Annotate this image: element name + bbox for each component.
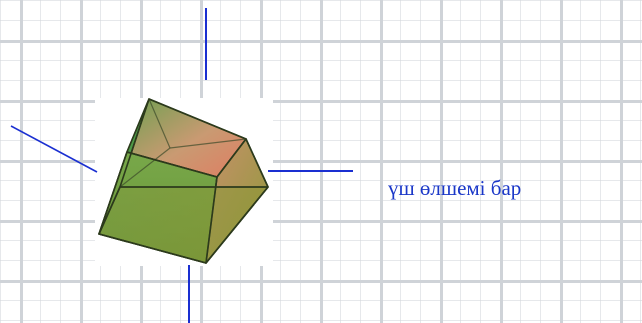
caption-text: үш өлшемі бар bbox=[388, 176, 522, 200]
cube-hidden-edges bbox=[119, 98, 247, 188]
axis-line-left bbox=[10, 125, 98, 173]
cube-figure bbox=[98, 98, 269, 264]
cube-front-edges bbox=[98, 98, 269, 264]
